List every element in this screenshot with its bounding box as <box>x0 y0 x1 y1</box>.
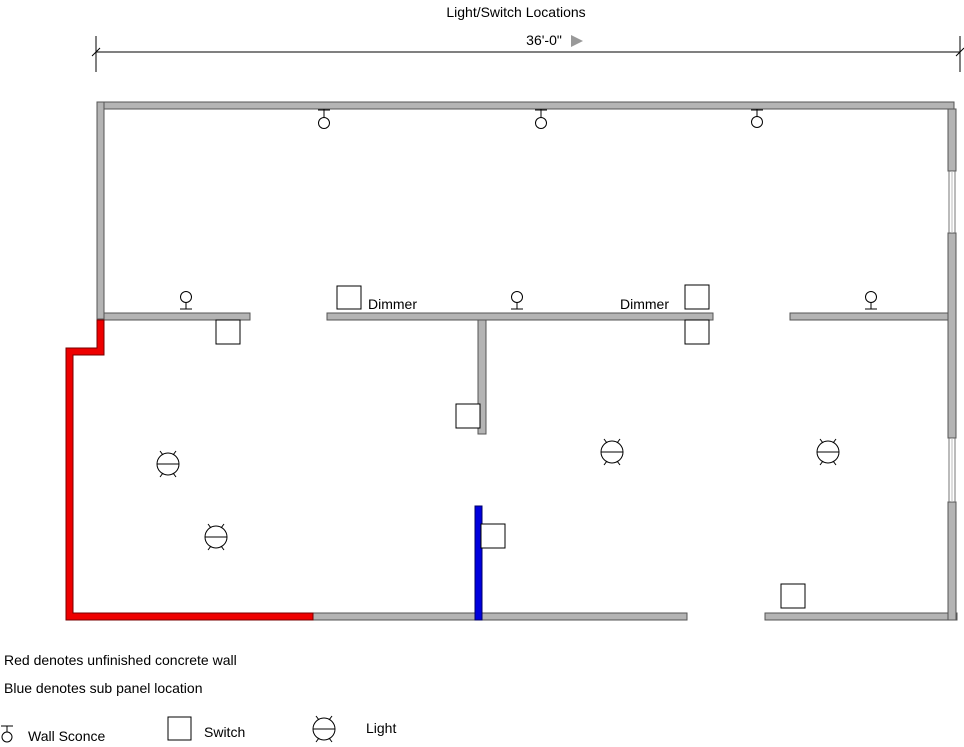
wall-bottom-center <box>312 612 688 621</box>
wall-partition <box>477 319 487 435</box>
switch-icon <box>167 716 192 741</box>
light-icon <box>204 523 228 551</box>
light-icon <box>600 438 624 466</box>
legend-light-label: Light <box>366 720 396 736</box>
sub-panel <box>474 505 483 621</box>
wall-interior-center <box>326 312 714 321</box>
switch-icon <box>336 285 362 310</box>
wall-sconce-icon <box>180 291 192 310</box>
wall-sconce-icon <box>318 109 330 129</box>
wall-sconce-icon <box>865 291 877 310</box>
switch-icon <box>215 319 241 345</box>
wall-interior-left <box>103 312 251 321</box>
legend-switch-label: Switch <box>204 724 245 740</box>
dimmer-label: Dimmer <box>620 296 669 312</box>
dimension-label: 36'-0" <box>526 32 562 48</box>
note-red: Red denotes unfinished concrete wall <box>4 652 237 668</box>
wall-interior-right <box>789 312 955 321</box>
wall-sconce-icon <box>1 725 13 743</box>
wall-sconce-icon <box>751 109 763 128</box>
wall-left-upper <box>96 101 105 320</box>
switch-icon <box>684 319 710 345</box>
diagram-title: Light/Switch Locations <box>446 4 585 20</box>
legend-sconce-label: Wall Sconce <box>28 728 106 744</box>
wall-bottom-right <box>764 612 958 621</box>
switch-icon <box>780 583 806 609</box>
legend: Wall Sconce Switch Light <box>1 715 396 744</box>
switch-icon <box>684 284 710 310</box>
light-icon <box>816 438 840 466</box>
switch-icon <box>455 403 481 429</box>
light-icon <box>156 450 180 478</box>
wall-sconce-icon <box>535 109 547 129</box>
concrete-wall <box>65 319 314 621</box>
switch-icon <box>480 523 506 549</box>
light-icon <box>312 715 336 743</box>
window <box>948 171 956 502</box>
note-blue: Blue denotes sub panel location <box>4 680 202 696</box>
dimension-line <box>91 36 964 72</box>
arrow-right-icon <box>571 35 583 47</box>
dimmer-label: Dimmer <box>368 296 417 312</box>
wall-sconce-icon <box>511 291 523 310</box>
